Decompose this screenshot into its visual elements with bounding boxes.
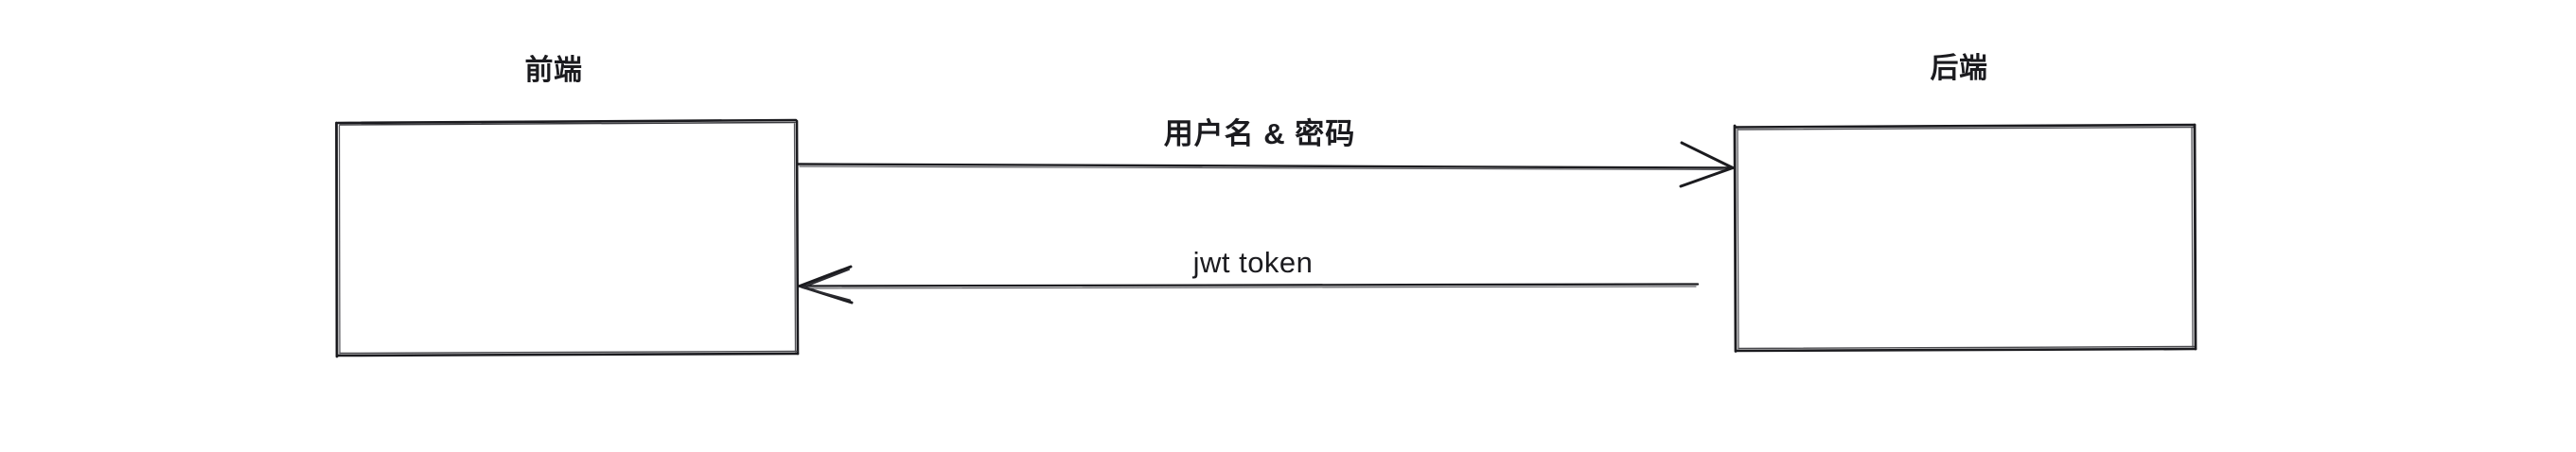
edge-token-response[interactable] (798, 265, 1700, 304)
node-title-backend: 后端 (1930, 53, 1988, 84)
edge-label-login-request: 用户名 & 密码 (1163, 117, 1356, 150)
node-shape-backend[interactable] (1733, 123, 2197, 353)
arrowhead-left-icon (798, 265, 854, 304)
node-title-frontend: 前端 (524, 55, 583, 86)
arrowhead-right-icon (1679, 141, 1735, 188)
node-backend[interactable] (1737, 128, 2194, 348)
edge-login-request[interactable] (796, 141, 1735, 188)
edge-label-token-response: jwt token (1192, 246, 1314, 279)
node-frontend[interactable] (337, 122, 797, 354)
node-shape-frontend[interactable] (335, 118, 800, 358)
